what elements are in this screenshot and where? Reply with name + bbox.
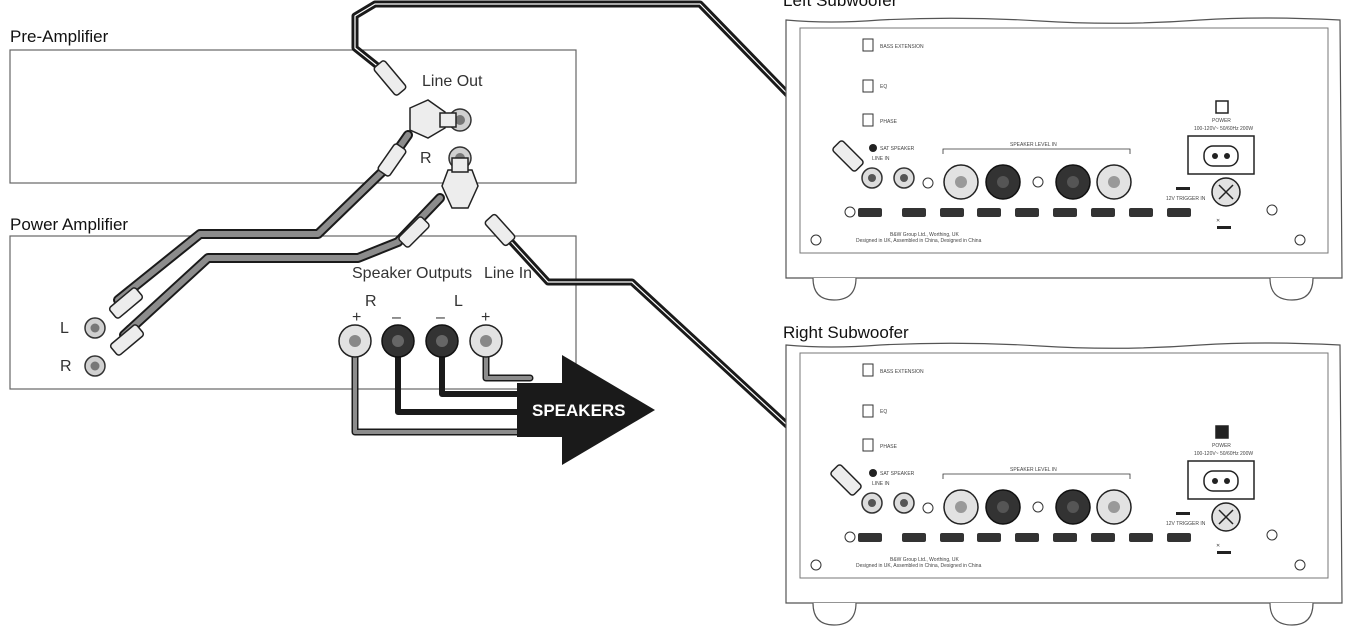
- speaker-l-label: L: [454, 293, 463, 310]
- sat-speaker-label: SAT SPEAKER: [880, 471, 915, 477]
- trigger-label: 12V TRIGGER IN: [1166, 521, 1206, 527]
- terminal-l-plus: [469, 324, 503, 358]
- right-subwoofer-title: Right Subwoofer: [783, 323, 909, 342]
- rca-plug-black-top: [373, 60, 407, 96]
- left-sub-speaker-level-terminals: [943, 164, 1132, 200]
- power-label: POWER: [1212, 118, 1231, 124]
- power-amplifier-title: Power Amplifier: [10, 215, 128, 234]
- speaker-wire-r-plus: [353, 353, 532, 434]
- r-plus-sign: +: [352, 309, 361, 326]
- speakers-arrow-shape: [517, 355, 655, 465]
- black-cable-right-sub-highlight: [504, 234, 839, 473]
- left-sub-trigger: 12V TRIGGER IN: [1166, 187, 1206, 202]
- l-plus-sign: +: [481, 309, 490, 326]
- left-subwoofer-panel: [799, 27, 1329, 254]
- black-cable-left-sub-highlight: [354, 3, 841, 149]
- right-sub-line-in-jacks: [861, 492, 934, 514]
- line-out-label: Line Out: [422, 73, 483, 90]
- power-ratings-label: 100-120V~ 50/60Hz 200W: [1194, 126, 1253, 132]
- designed-label: Designed in UK, Assembled in China, Desi…: [856, 563, 982, 569]
- speaker-r-label: R: [365, 293, 377, 310]
- pre-amplifier-title: Pre-Amplifier: [10, 27, 109, 46]
- terminal-r-minus: [381, 324, 415, 358]
- sat-speaker-label: SAT SPEAKER: [880, 146, 915, 152]
- left-sub-switches: BASS EXTENSION EQ PHASE SAT SPEAKER LINE…: [862, 38, 924, 162]
- left-subwoofer: Left Subwoofer BASS EXTENSION EQ PHASE S…: [783, 0, 1343, 301]
- l-minus-sign: –: [436, 309, 445, 326]
- right-subwoofer: Right Subwoofer BASS EXTENSION EQ PHASE …: [783, 323, 1343, 626]
- left-sub-line-in-jacks: [861, 167, 934, 189]
- made-in-label: B&W Group Ltd., Worthing, UK: [890, 232, 959, 238]
- speakers-arrow: SPEAKERS: [517, 355, 655, 465]
- line-in-label: Line In: [484, 265, 532, 282]
- speaker-level-in-label: SPEAKER LEVEL IN: [1010, 142, 1057, 148]
- y-splitter-bottom: [441, 157, 479, 209]
- left-sub-vents: [858, 208, 1191, 217]
- bass-extension-label: BASS EXTENSION: [880, 44, 924, 50]
- bass-extension-label: BASS EXTENSION: [880, 369, 924, 375]
- r-minus-sign: –: [392, 309, 401, 326]
- designed-label: Designed in UK, Assembled in China, Desi…: [856, 238, 982, 244]
- power-label: POWER: [1212, 443, 1231, 449]
- right-subwoofer-panel: [799, 352, 1329, 579]
- right-sub-screws: [810, 529, 1306, 571]
- speaker-wire-l-minus: [439, 352, 533, 397]
- trigger-label: 12V TRIGGER IN: [1166, 196, 1206, 202]
- rca-plug-left-sub: [832, 140, 864, 172]
- rca-plug-grey-r: [398, 216, 430, 248]
- speaker-outputs-label: Speaker Outputs: [352, 265, 472, 282]
- right-sub-trigger: 12V TRIGGER IN: [1166, 512, 1206, 527]
- terminal-r-plus: [338, 324, 372, 358]
- speaker-level-in-label: SPEAKER LEVEL IN: [1010, 467, 1057, 473]
- terminal-l-minus: [425, 324, 459, 358]
- line-in-r-jack: [84, 355, 106, 377]
- rca-plug-black-right: [484, 213, 516, 247]
- right-sub-switches: BASS EXTENSION EQ PHASE SAT SPEAKER LINE…: [862, 363, 924, 487]
- pre-amplifier-chassis: [9, 49, 577, 184]
- line-in-r-label: R: [60, 358, 72, 375]
- right-sub-speaker-level-terminals: [943, 489, 1132, 525]
- phase-label: PHASE: [880, 444, 898, 450]
- speakers-label: SPEAKERS: [532, 401, 626, 420]
- y-splitter-top: [409, 99, 457, 139]
- power-ratings-label: 100-120V~ 50/60Hz 200W: [1194, 451, 1253, 457]
- phase-label: PHASE: [880, 119, 898, 125]
- rca-plug-line-in-r: [109, 324, 145, 356]
- left-sub-power-block: POWER 100-120V~ 50/60Hz 200W ✕: [1187, 100, 1255, 229]
- left-subwoofer-foot-right: [1269, 277, 1314, 301]
- rca-plug-right-sub: [830, 464, 862, 496]
- pre-amplifier: Pre-Amplifier Line Out R: [9, 27, 577, 184]
- speaker-wire-l-plus: [484, 353, 532, 380]
- made-in-label: B&W Group Ltd., Worthing, UK: [890, 557, 959, 563]
- speaker-wire-r-minus: [395, 352, 533, 415]
- speaker-terminals: [338, 324, 503, 358]
- right-subwoofer-foot-right: [1269, 602, 1314, 626]
- eq-label: EQ: [880, 409, 887, 415]
- left-subwoofer-foot-left: [812, 277, 857, 301]
- svg-text:✕: ✕: [1216, 218, 1220, 224]
- line-in-sub-label: LINE IN: [872, 156, 890, 162]
- pre-amp-r-label: R: [420, 150, 432, 167]
- left-sub-screws: [810, 204, 1306, 246]
- rca-plugs: [108, 60, 516, 356]
- rca-plug-grey-l: [377, 143, 407, 177]
- line-in-sub-label: LINE IN: [872, 481, 890, 487]
- sub-rca-plugs: [830, 140, 864, 496]
- left-subwoofer-title: Left Subwoofer: [783, 0, 898, 10]
- line-in-l-jack: [84, 317, 106, 339]
- right-subwoofer-foot-left: [812, 602, 857, 626]
- right-sub-power-block: POWER 100-120V~ 50/60Hz 200W ✕: [1187, 425, 1255, 554]
- line-in-l-label: L: [60, 320, 69, 337]
- right-sub-vents: [858, 533, 1191, 542]
- power-amplifier: Power Amplifier Speaker Outputs Line In …: [9, 215, 577, 390]
- rca-plug-line-in-l: [108, 287, 144, 319]
- svg-text:✕: ✕: [1216, 543, 1220, 549]
- eq-label: EQ: [880, 84, 887, 90]
